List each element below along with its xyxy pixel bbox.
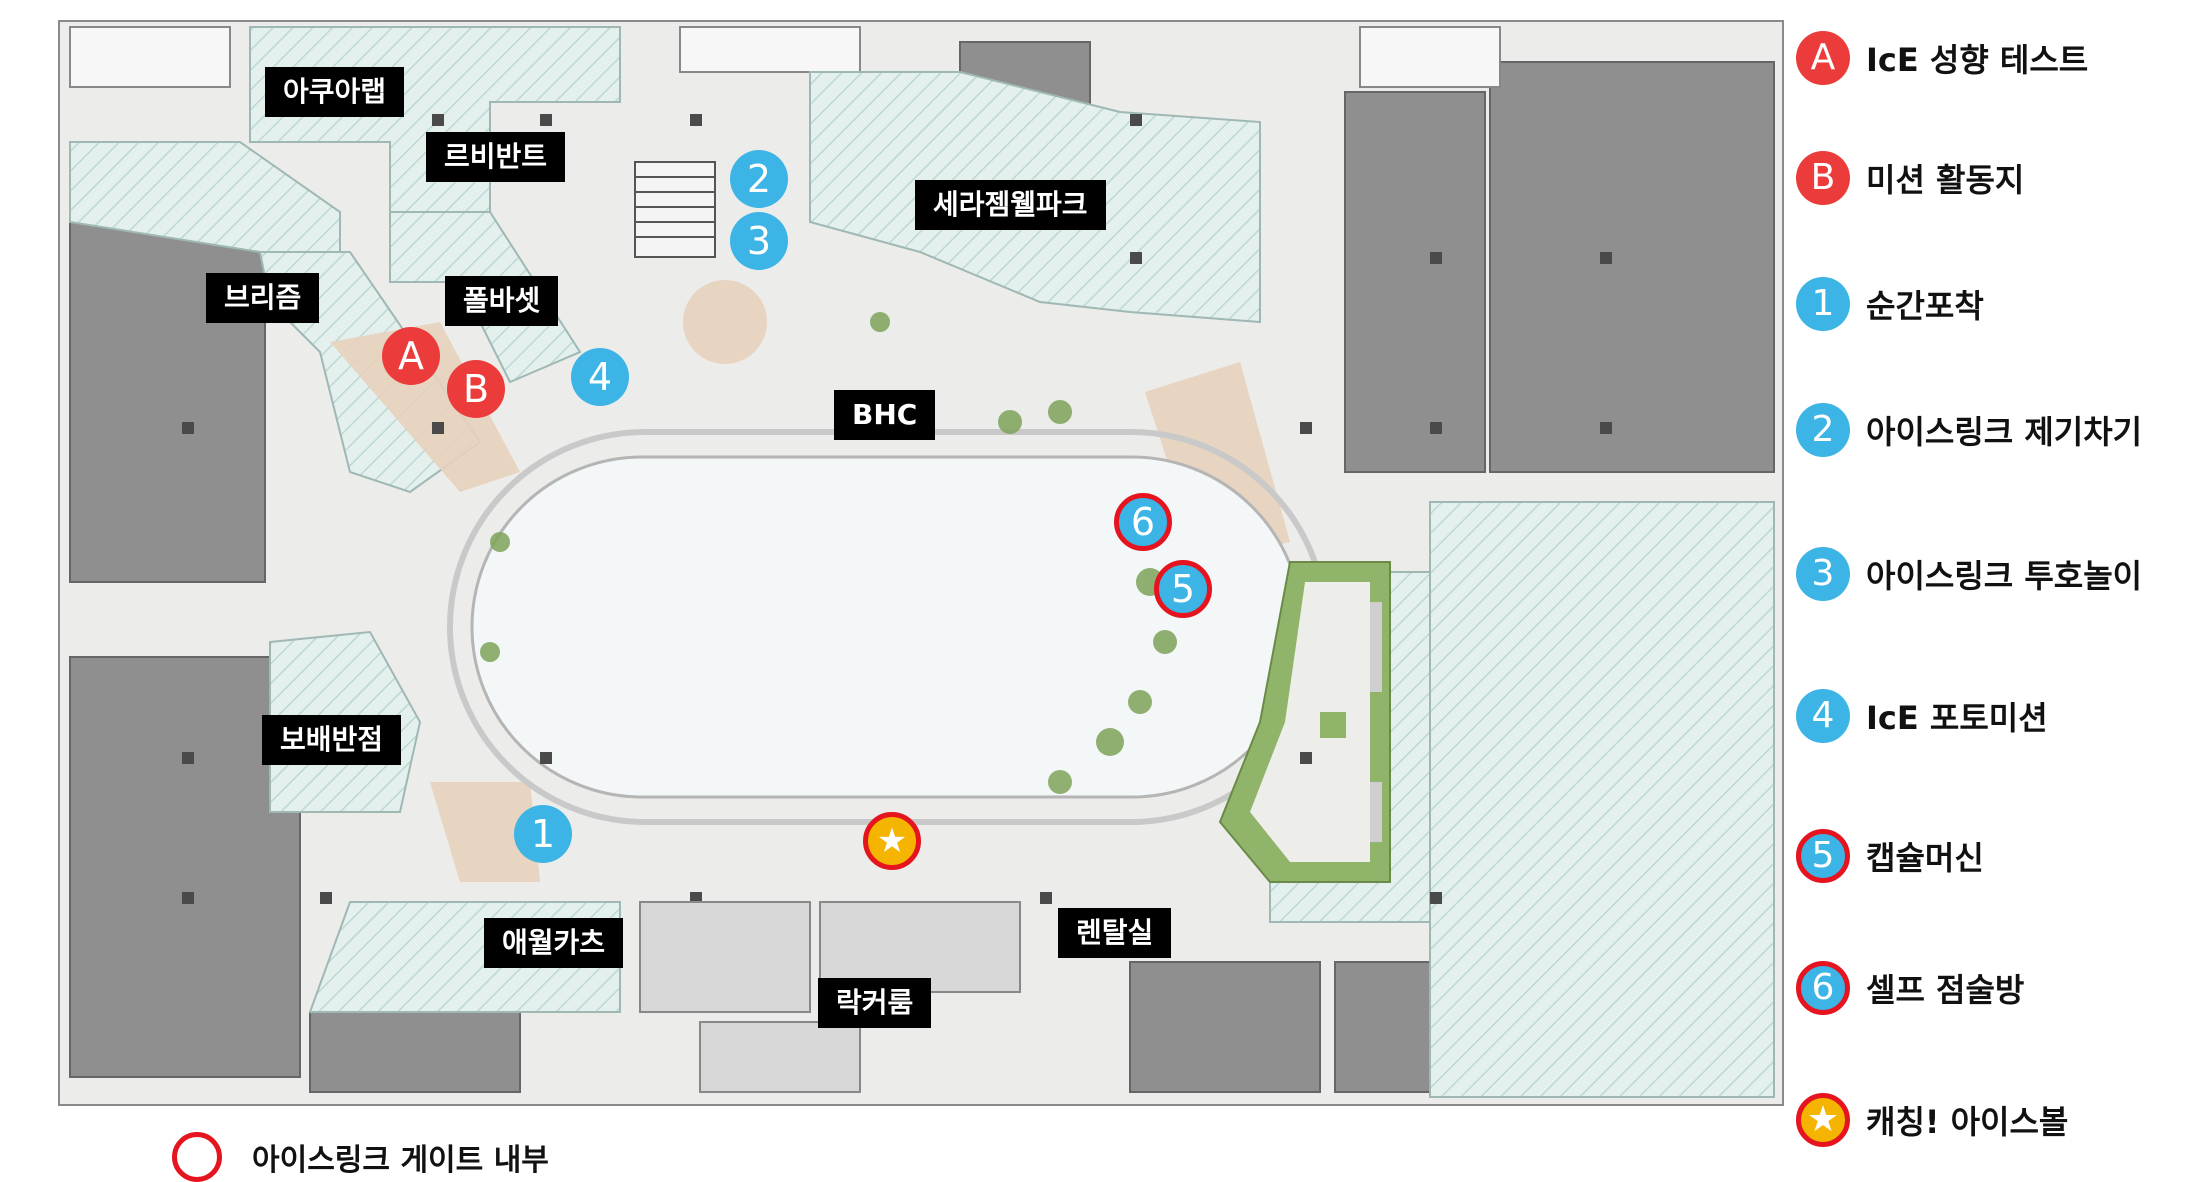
legend-label-2: 아이스링크 제기차기 <box>1866 413 2143 451</box>
store-label-prism: 브리즘 <box>206 273 320 323</box>
legend-row-1: 1 순간포착 <box>1796 274 1984 334</box>
legend-symbol-2: 2 <box>1796 403 1850 457</box>
legend-row-2: 2 아이스링크 제기차기 <box>1796 400 2142 460</box>
columns <box>182 114 1612 904</box>
legend-label-3: 아이스링크 투호놀이 <box>1866 557 2143 595</box>
legend-symbol-1: 1 <box>1796 277 1850 331</box>
legend-symbol-5: 5 <box>1796 829 1850 883</box>
store-label-aqualab: 아쿠아랩 <box>265 67 405 117</box>
map-marker-6[interactable]: 6 <box>1114 493 1172 551</box>
legend-row-5: 5 캡슐머신 <box>1796 826 1984 886</box>
legend-label-5: 캡슐머신 <box>1866 839 1984 877</box>
legend-label-1: 순간포착 <box>1866 287 1984 325</box>
legend-label-4: IcE 포토미션 <box>1866 699 2048 737</box>
map-marker-a[interactable]: A <box>382 327 440 385</box>
legend-row-a: A IcE 성향 테스트 <box>1796 28 2088 88</box>
store-label-rental: 렌탈실 <box>1058 908 1172 958</box>
gate-note: 아이스링크 게이트 내부 <box>172 1132 549 1182</box>
map-marker-4[interactable]: 4 <box>571 348 629 406</box>
legend-row-4: 4 IcE 포토미션 <box>1796 686 2048 746</box>
legend-row-b: B 미션 활동지 <box>1796 148 2024 208</box>
map-marker-2[interactable]: 2 <box>730 150 788 208</box>
legend-label-b: 미션 활동지 <box>1866 161 2025 199</box>
legend-symbol-star: ★ <box>1796 1093 1850 1147</box>
gate-note-label: 아이스링크 게이트 내부 <box>252 1143 549 1178</box>
map-marker-b[interactable]: B <box>447 360 505 418</box>
legend: A IcE 성향 테스트 B 미션 활동지 1 순간포착 2 아이스링크 제기차… <box>1796 0 2196 1180</box>
store-label-bobae: 보배반점 <box>262 715 402 765</box>
floor-map: 아쿠아랩 르비반트 세라젬웰파크 브리즘 폴바셋 BHC 보배반점 애월카츠 렌… <box>58 20 1784 1106</box>
map-marker-1[interactable]: 1 <box>514 805 572 863</box>
legend-symbol-b: B <box>1796 151 1850 205</box>
map-marker-5[interactable]: 5 <box>1154 560 1212 618</box>
escalator <box>634 161 716 258</box>
legend-symbol-3: 3 <box>1796 547 1850 601</box>
store-label-bhc: BHC <box>834 390 936 440</box>
store-label-serajem: 세라젬웰파크 <box>915 180 1106 230</box>
legend-label-star: 캐칭! 아이스볼 <box>1866 1103 2069 1141</box>
legend-row-star: ★ 캐칭! 아이스볼 <box>1796 1090 2068 1150</box>
legend-symbol-a: A <box>1796 31 1850 85</box>
legend-row-3: 3 아이스링크 투호놀이 <box>1796 544 2142 604</box>
map-marker-star[interactable]: ★ <box>863 812 921 870</box>
store-label-levant: 르비반트 <box>426 132 566 182</box>
store-label-paulbasset: 폴바셋 <box>445 276 559 326</box>
gate-ring-icon <box>172 1132 222 1182</box>
garden-area <box>1218 561 1391 883</box>
map-marker-3[interactable]: 3 <box>730 212 788 270</box>
legend-row-6: 6 셀프 점술방 <box>1796 958 2024 1018</box>
legend-label-a: IcE 성향 테스트 <box>1866 41 2089 79</box>
store-label-locker: 락커룸 <box>818 978 932 1028</box>
store-label-aewol: 애월카츠 <box>484 918 624 968</box>
legend-symbol-6: 6 <box>1796 961 1850 1015</box>
legend-symbol-4: 4 <box>1796 689 1850 743</box>
ice-rink <box>470 455 1304 799</box>
legend-label-6: 셀프 점술방 <box>1866 971 2025 1009</box>
